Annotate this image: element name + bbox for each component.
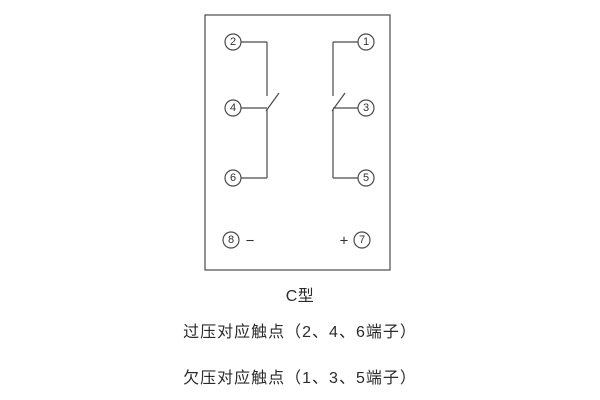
terminal-6-circle: [224, 169, 242, 187]
terminal-4-circle: [224, 99, 242, 117]
terminal-4-label: 4: [230, 102, 236, 114]
terminal-6-label: 6: [230, 172, 236, 184]
terminal-2-label: 2: [230, 36, 236, 48]
terminal-1-label: 1: [363, 36, 369, 48]
terminal-2-circle: [224, 33, 242, 51]
terminal-7-label: 7: [359, 234, 365, 246]
plus-sign: +: [340, 233, 349, 250]
terminal-5-label: 5: [363, 172, 369, 184]
diagram-title: C型: [285, 288, 315, 305]
contact-blade-left: [265, 92, 280, 112]
terminal-1-circle: [357, 33, 375, 51]
terminal-7-circle: [353, 231, 371, 249]
terminal-8-circle: [222, 231, 240, 249]
minus-sign: −: [246, 233, 255, 250]
caption-overvoltage-contacts: 过压对应触点（2、4、6端子）: [183, 324, 417, 341]
terminal-3-label: 3: [363, 102, 369, 114]
contact-blade-right: [331, 92, 346, 112]
terminal-8-label: 8: [228, 234, 234, 246]
relay-enclosure-box: [204, 14, 391, 271]
caption-undervoltage-contacts: 欠压对应触点（1、3、5端子）: [183, 370, 417, 387]
terminal-5-circle: [357, 169, 375, 187]
terminal-3-circle: [357, 99, 375, 117]
